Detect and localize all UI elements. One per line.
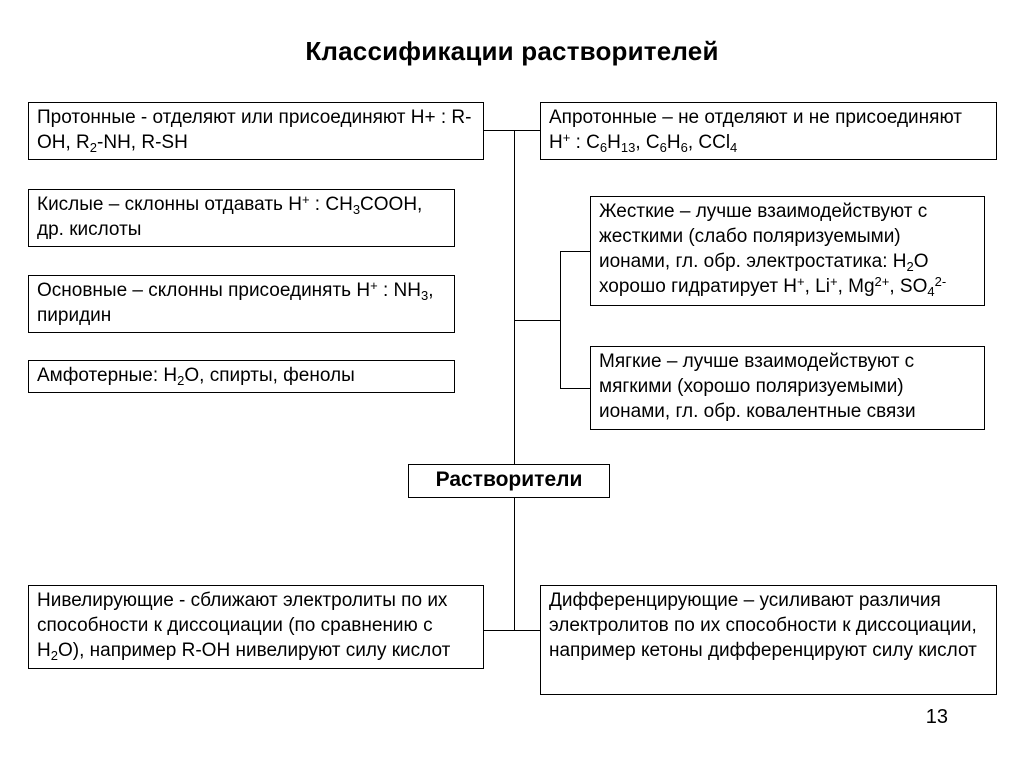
box-leveling-solvents: Нивелирующие - сближают электролиты по и…	[28, 585, 484, 669]
connector-center-vertical-lower	[514, 498, 515, 630]
connector-center-vertical-upper	[514, 130, 515, 464]
box-differentiating-solvents: Дифференцирующие – усиливают различия эл…	[540, 585, 997, 695]
box-protonic-solvents: Протонные - отделяют или присоединяют H+…	[28, 102, 484, 160]
connector-stub-hard	[560, 251, 590, 252]
page-number: 13	[925, 706, 948, 728]
connector-bottom-horizontal	[484, 630, 540, 631]
connector-top-horizontal	[484, 130, 540, 131]
slide-title: Классификации растворителей	[305, 36, 719, 66]
box-hard-solvents: Жесткие – лучше взаимодействуют с жестки…	[590, 196, 985, 306]
connector-middle-horizontal	[514, 320, 560, 321]
box-acidic-solvents: Кислые – склонны отдавать H+ : CH3COOH, …	[28, 189, 455, 247]
connector-bracket-vertical	[560, 251, 561, 389]
box-amphoteric-solvents: Амфотерные: H2O, спирты, фенолы	[28, 360, 455, 393]
box-aprotic-solvents: Апротонные – не отделяют и не присоединя…	[540, 102, 997, 160]
connector-stub-soft	[560, 388, 590, 389]
box-solvents-center: Растворители	[408, 464, 610, 498]
box-basic-solvents: Основные – склонны присоединять H+ : NH3…	[28, 275, 455, 333]
box-soft-solvents: Мягкие – лучше взаимодействуют с мягкими…	[590, 346, 985, 430]
